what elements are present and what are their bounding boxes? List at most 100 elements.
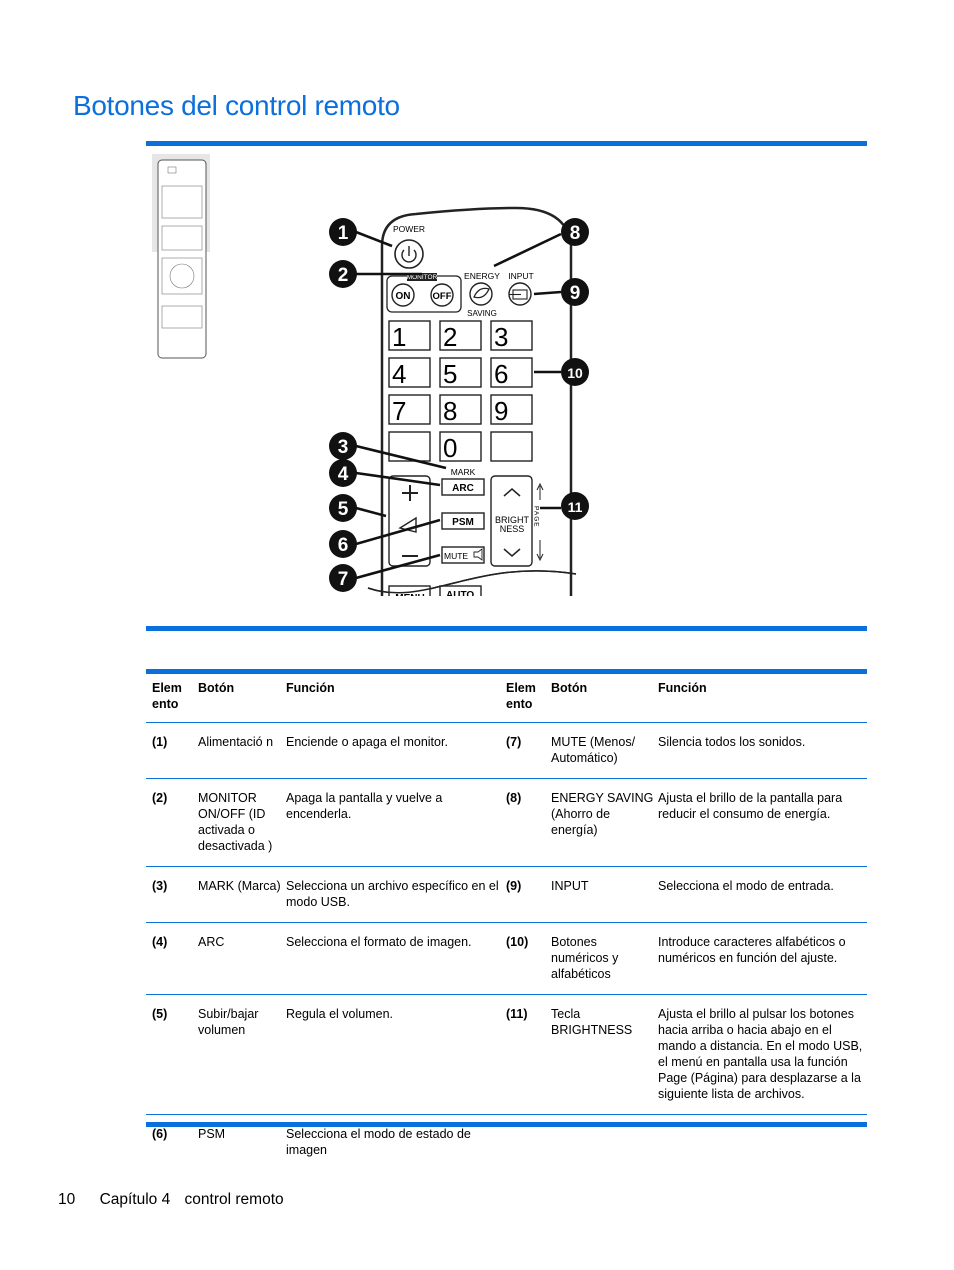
remote-control-figure: POWER MONITOR ON OFF ENERGY SAVING INPUT (146, 146, 867, 626)
callout-2 (329, 260, 357, 288)
callout-lines (355, 230, 562, 580)
element-number: (8) (506, 791, 522, 805)
svg-text:1: 1 (338, 223, 349, 244)
auto-label: AUTO (446, 590, 474, 601)
volume-rocker (388, 475, 431, 567)
element-number: (7) (506, 735, 522, 749)
button-name: Alimentació n (198, 735, 274, 749)
button-function: Selecciona un archivo específico en el m… (286, 879, 499, 909)
monitor-on-button (391, 283, 415, 307)
callout-10 (561, 358, 589, 386)
remote-thumbnail (152, 154, 210, 359)
digit-4: 4 (392, 359, 406, 389)
chapter-label: Capítulo 4 (99, 1191, 171, 1208)
digit-1: 1 (392, 322, 406, 352)
table-row: (1) Alimentació n Enciende o apaga el mo… (146, 722, 867, 779)
header-element-2: Elem ento (506, 681, 536, 711)
button-function: Enciende o apaga el monitor. (286, 735, 448, 749)
monitor-label: MONITOR (407, 274, 438, 281)
top-rule (146, 141, 867, 146)
buttons-table: Elem ento Botón Función Elem ento Botón … (146, 674, 867, 1170)
page-title: Botones del control remoto (73, 90, 400, 121)
energy-saving-button (469, 282, 493, 306)
psm-label: PSM (452, 517, 474, 528)
callout-7 (329, 564, 357, 592)
svg-text:6: 6 (338, 535, 349, 556)
table-row: (5) Subir/bajar volumen Regula el volume… (146, 994, 867, 1115)
callout-6 (329, 530, 357, 558)
table-row: (2) MONITOR ON/OFF (ID activada o desact… (146, 778, 867, 867)
psm-button (441, 512, 485, 530)
header-function: Función (286, 681, 335, 695)
numeric-keypad: 1 2 3 4 5 6 7 8 9 0 (388, 320, 533, 463)
button-function: Selecciona el formato de imagen. (286, 935, 472, 949)
element-number: (10) (506, 935, 529, 949)
button-function: Silencia todos los sonidos. (658, 735, 806, 749)
element-number: (1) (152, 735, 168, 749)
button-name: MUTE (Menos/ Automático) (551, 735, 636, 765)
digit-3: 3 (494, 322, 508, 352)
svg-text:2: 2 (338, 265, 349, 286)
on-label: ON (396, 291, 411, 302)
mute-button (441, 546, 485, 564)
callout-9 (561, 278, 589, 306)
monitor-off-button (430, 283, 454, 307)
svg-text:4: 4 (338, 464, 349, 485)
digit-8: 8 (443, 396, 457, 426)
section-label: control remoto (184, 1191, 284, 1208)
remote-illustration: POWER MONITOR ON OFF ENERGY SAVING INPUT (152, 154, 589, 626)
button-name: MARK (Marca) (198, 879, 281, 893)
button-function: Selecciona el modo de entrada. (658, 879, 834, 893)
button-name: ARC (198, 935, 225, 949)
arc-label: ARC (452, 483, 474, 494)
table-row: (3) MARK (Marca) Selecciona un archivo e… (146, 866, 867, 923)
mute-label: MUTE (444, 551, 468, 561)
button-name: INPUT (551, 879, 589, 893)
button-name: Tecla BRIGHTNESS (551, 1007, 633, 1037)
table-row: (4) ARC Selecciona el formato de imagen.… (146, 922, 867, 995)
button-function: Introduce caracteres alfabéticos o numér… (658, 935, 846, 965)
digit-2: 2 (443, 322, 457, 352)
digit-0: 0 (443, 433, 457, 463)
brightness-rocker (490, 475, 533, 567)
saving-label: SAVING (467, 309, 497, 318)
chevron-down-icon (503, 548, 521, 557)
table-row: (6) PSM Selecciona el modo de estado de … (146, 1114, 867, 1171)
page-label: PAGE (533, 506, 540, 528)
off-label: OFF (433, 291, 452, 302)
ness-label: NESS (500, 524, 525, 534)
button-name: PSM (198, 1127, 226, 1141)
element-number: (9) (506, 879, 522, 893)
element-number: (6) (152, 1127, 168, 1141)
page-number: 10 (58, 1191, 76, 1208)
arc-button (441, 478, 485, 496)
digit-5: 5 (443, 359, 457, 389)
digit-9: 9 (494, 396, 508, 426)
svg-text:7: 7 (338, 569, 349, 590)
element-number: (2) (152, 791, 168, 805)
callout-3 (329, 432, 357, 460)
callout-5 (329, 494, 357, 522)
power-label: POWER (393, 224, 425, 234)
bright-label: BRIGHT (495, 515, 530, 525)
button-name: ENERGY SAVING (Ahorro de energía) (551, 791, 654, 837)
callout-11 (561, 492, 589, 520)
button-function: Ajusta el brillo al pulsar los botones h… (658, 1007, 863, 1101)
button-function: Regula el volumen. (286, 1007, 394, 1021)
page-footer: 10 Capítulo 4 control remoto (58, 1191, 284, 1209)
svg-text:5: 5 (338, 499, 349, 520)
callout-1 (329, 218, 357, 246)
power-icon (401, 249, 417, 263)
callout-markers: 1 2 3 4 5 6 7 8 9 10 11 (329, 218, 589, 592)
button-function: Apaga la pantalla y vuelve a encenderla. (286, 791, 443, 821)
figure-bottom-rule (146, 626, 867, 631)
digit-7: 7 (392, 396, 406, 426)
table-top-rule (146, 669, 867, 674)
energy-label: ENERGY (464, 271, 500, 281)
button-name: Subir/bajar volumen (198, 1007, 259, 1037)
element-number: (3) (152, 879, 168, 893)
header-function-2: Función (658, 681, 707, 695)
svg-text:8: 8 (570, 223, 581, 244)
digit-6: 6 (494, 359, 508, 389)
svg-text:10: 10 (567, 365, 583, 381)
